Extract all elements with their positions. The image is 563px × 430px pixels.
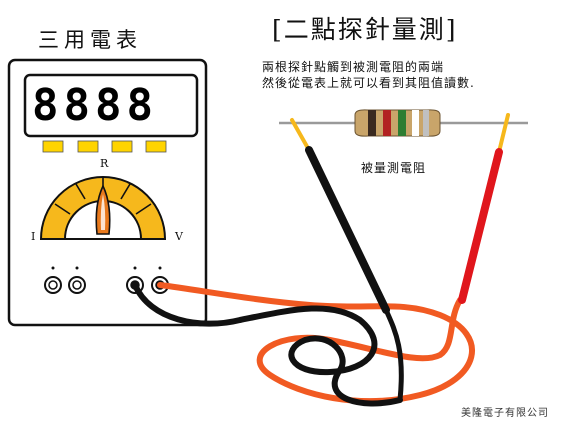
display-window (23, 73, 199, 138)
resistor (354, 109, 441, 137)
dial-label-voltage: V (175, 230, 183, 243)
resistor-label: 被量測電阻 (361, 161, 427, 175)
black-probe (290, 118, 404, 401)
indicator-buttons (42, 140, 167, 153)
indicator-button (42, 140, 64, 153)
multimeter-title: 三用電表 (38, 28, 142, 52)
probe-cables (132, 282, 475, 407)
black-probe-tip (290, 118, 311, 152)
range-dial (39, 176, 167, 240)
red-probe-tip (497, 113, 510, 154)
method-title: [二點探針量測] (272, 15, 458, 44)
dial-label-resistance: R (100, 157, 109, 170)
dial-label-current: I (31, 230, 36, 243)
multimeter-display-value: 8888 (32, 80, 158, 131)
indicator-button (77, 140, 99, 153)
red-probe (458, 113, 510, 304)
company-name: 美隆電子有限公司 (461, 408, 549, 419)
black-cable (132, 282, 403, 407)
description-line: 然後從電表上就可以看到其阻值讀數. (262, 76, 475, 90)
indicator-button (111, 140, 133, 153)
indicator-button (145, 140, 167, 153)
description-line: 兩根探針點觸到被測電阻的兩端 (262, 60, 445, 74)
